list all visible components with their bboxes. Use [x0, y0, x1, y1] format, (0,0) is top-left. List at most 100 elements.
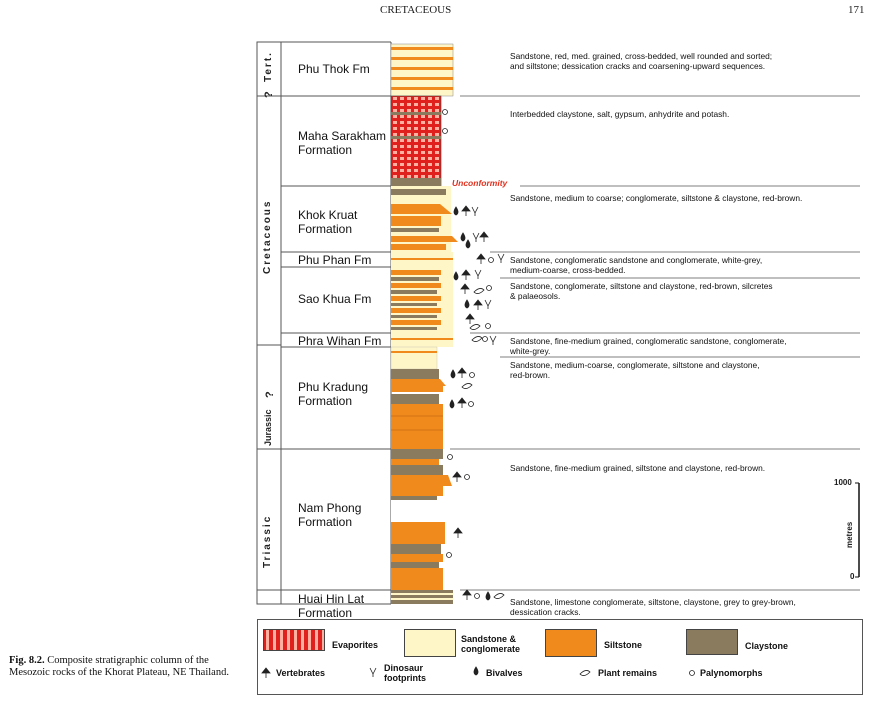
- palynomorph-icon: [442, 128, 448, 134]
- palynomorph-icon: [689, 670, 695, 676]
- litho-maha-sarakham: [390, 95, 442, 187]
- litho-nam-phong: [391, 449, 452, 590]
- plant-remains-icon: [471, 336, 483, 342]
- plant-remains-icon: [461, 383, 473, 389]
- bivalve-icon: [449, 399, 455, 409]
- vertebrate-icon: [465, 313, 475, 324]
- vertebrate-icon: [461, 205, 471, 216]
- period-label-jurassic: Jurassic: [263, 409, 273, 446]
- formation-description: Sandstone, conglomeratic sandstone and c…: [510, 255, 763, 275]
- formation-name: Huai Hin Lat Formation: [298, 592, 365, 620]
- legend-label-vertebrates: Vertebrates: [276, 668, 326, 678]
- palynomorph-icon: [485, 323, 491, 329]
- vertebrate-icon: [452, 471, 462, 482]
- palynomorph-icon: [486, 285, 492, 291]
- formation-name: Phu Phan Fm: [298, 253, 372, 267]
- contact-lines: [450, 95, 860, 591]
- formation-description: Sandstone, red, med. grained, cross-bedd…: [510, 51, 773, 71]
- formation-description: Sandstone, limestone conglomerate, silts…: [510, 597, 796, 617]
- palynomorph-icon: [442, 109, 448, 115]
- uncertain-mark: ?: [264, 389, 276, 398]
- vertebrate-icon: [461, 269, 471, 280]
- unconformity-label: Unconformity: [452, 178, 508, 188]
- legend-label-siltstone: Siltstone: [604, 640, 643, 650]
- legend-swatch-sandstone: [404, 629, 456, 657]
- legend-label-footprints: Dinosaur footprints: [384, 663, 426, 683]
- vertebrate-icon: [453, 527, 463, 538]
- formation-name: Phu Thok Fm: [298, 62, 370, 76]
- dinosaur-footprint-icon: [474, 269, 482, 279]
- bivalve-icon: [453, 271, 459, 281]
- legend-symbols: [261, 666, 695, 678]
- bivalve-icon: [465, 239, 471, 249]
- vertebrate-icon: [476, 253, 486, 264]
- figure-caption: Fig. 8.2. Composite stratigraphic column…: [9, 655, 234, 679]
- litho-phu-kradung: [390, 346, 446, 449]
- scale-unit-label: metres: [845, 521, 854, 548]
- formation-description: Sandstone, conglomerate, siltstone and c…: [510, 281, 773, 301]
- legend-label-plants: Plant remains: [598, 668, 658, 678]
- dinosaur-footprint-icon: [497, 253, 505, 263]
- bivalve-icon: [450, 369, 456, 379]
- palynomorph-icon: [474, 593, 480, 599]
- dinosaur-footprint-icon: [369, 667, 377, 677]
- formation-name: Khok Kruat Formation: [298, 208, 358, 236]
- bivalve-icon: [473, 666, 479, 676]
- palynomorph-icon: [447, 454, 453, 460]
- palynomorph-icon: [464, 474, 470, 480]
- bivalve-icon: [485, 591, 491, 601]
- scale-bottom-label: 0: [850, 572, 855, 581]
- period-label-tert: Tert.: [263, 51, 274, 82]
- plant-remains-icon: [473, 288, 485, 294]
- dinosaur-footprint-icon: [484, 299, 492, 309]
- litho-phra-wihan: [391, 333, 453, 347]
- legend-label-palynomorphs: Palynomorphs: [700, 668, 763, 678]
- caption-label: Fig. 8.2.: [9, 655, 45, 666]
- bivalve-icon: [464, 299, 470, 309]
- formation-description: Sandstone, medium-coarse, conglomerate, …: [510, 360, 760, 380]
- thickness-scale-bar: [855, 482, 860, 578]
- litho-khok-kruat: [391, 186, 458, 252]
- uncertain-mark: ?: [263, 89, 275, 98]
- formation-description: Sandstone, fine-medium grained, siltston…: [510, 463, 766, 473]
- legend-label-evaporites: Evaporites: [332, 640, 379, 650]
- bivalve-icon: [453, 206, 459, 216]
- litho-phu-thok: [390, 43, 454, 97]
- plant-remains-icon: [493, 593, 505, 599]
- litho-huai-hin-lat: [391, 590, 453, 604]
- page-number: 171: [848, 4, 865, 16]
- dinosaur-footprint-icon: [471, 206, 479, 216]
- scale-top-label: 1000: [834, 478, 852, 487]
- legend-label-sandstone: Sandstone & conglomerate: [461, 634, 521, 654]
- legend-label-bivalves: Bivalves: [486, 668, 523, 678]
- palynomorph-icon: [482, 336, 488, 342]
- vertebrate-icon: [473, 299, 483, 310]
- formation-name: Maha Sarakham Formation: [298, 129, 387, 157]
- vertebrate-icon: [457, 397, 467, 408]
- formation-description: Sandstone, fine-medium grained, conglome…: [510, 336, 787, 356]
- period-label-cretaceous: Cretaceous: [262, 199, 273, 274]
- formation-description: Sandstone, medium to coarse; conglomerat…: [510, 193, 803, 203]
- palynomorph-icon: [469, 372, 475, 378]
- caption-text: Composite stratigraphic column of the Me…: [9, 655, 229, 678]
- fossil-symbols: [442, 109, 505, 601]
- legend-swatch-claystone: [686, 629, 738, 655]
- formation-name: Phra Wihan Fm: [298, 334, 382, 348]
- plant-remains-icon: [469, 324, 481, 330]
- legend-swatch-evaporites: [263, 629, 325, 651]
- formation-name: Phu Kradung Formation: [298, 380, 369, 408]
- period-label-triassic: Triassic: [262, 514, 273, 568]
- page-header-title: CRETACEOUS: [380, 4, 452, 16]
- vertebrate-icon: [479, 231, 489, 242]
- formation-description: Interbedded claystone, salt, gypsum, anh…: [510, 109, 730, 119]
- formation-name: Sao Khua Fm: [298, 292, 372, 306]
- litho-phu-phan: [391, 252, 453, 267]
- legend: [257, 619, 863, 695]
- dinosaur-footprint-icon: [472, 232, 480, 242]
- legend-label-claystone: Claystone: [745, 641, 789, 651]
- vertebrate-icon: [457, 367, 467, 378]
- vertebrate-icon: [261, 667, 271, 678]
- vertebrate-icon: [460, 283, 470, 294]
- legend-swatch-siltstone: [545, 629, 597, 657]
